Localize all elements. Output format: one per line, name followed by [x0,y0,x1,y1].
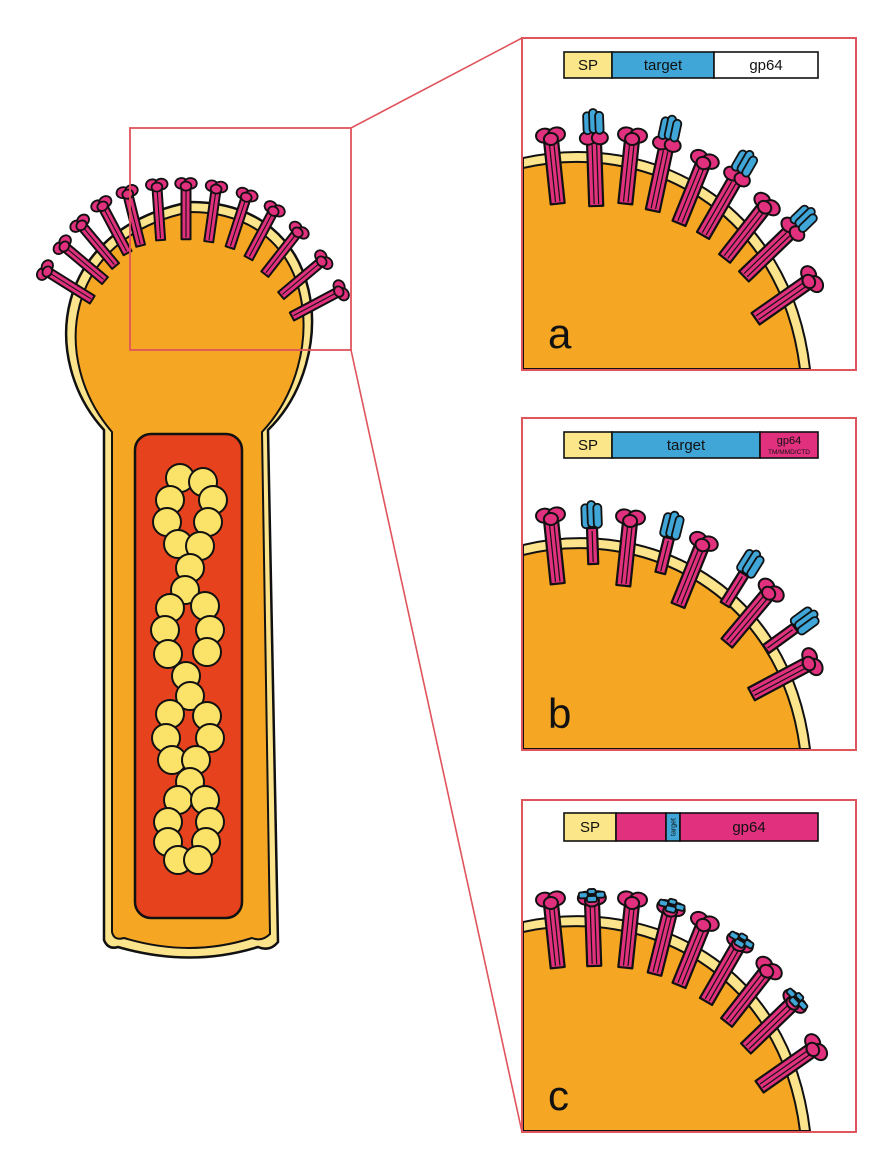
zoom-region-box [129,127,352,351]
dna-bead [195,723,225,753]
construct-segment-label: SP [578,57,598,74]
construct-segment-label: gp64 [732,819,765,836]
panel-letter-c: c [548,1072,569,1119]
construct-segment-label: target [644,57,683,74]
panel-a: SP target gp64 a [521,37,857,371]
construct-segment-sublabel: TM/MMD/CTD [768,449,810,456]
construct-segment-label: gp64 [777,435,801,447]
panel-c: SP target gp64 c [521,799,857,1133]
construct-segment [679,812,819,842]
construct-segment-label: target [667,437,706,454]
panel-letter-a: a [548,310,572,357]
construct-segment-label: SP [580,819,600,836]
construct-segment-label: target [671,818,678,836]
zoom-connectors [350,37,523,1133]
panel-letter-b: b [548,690,571,737]
dna-bead [175,681,205,711]
construct-segment [611,431,761,459]
construct-segment-label: gp64 [749,57,782,74]
construct-segment-label: SP [578,437,598,454]
construct-diagram-c: SP target gp64 [563,812,819,842]
construct-segment [615,812,667,842]
viral-dna [150,463,228,875]
construct-segment [713,51,819,79]
construct-segment [563,51,613,79]
dna-bead [192,637,222,667]
dna-bead [153,639,183,669]
construct-diagram-a: SP target gp64 [563,51,819,79]
construct-segment [759,431,819,459]
virion [33,127,353,959]
dna-bead [183,845,213,875]
construct-segment [611,51,715,79]
construct-segment [563,812,617,842]
